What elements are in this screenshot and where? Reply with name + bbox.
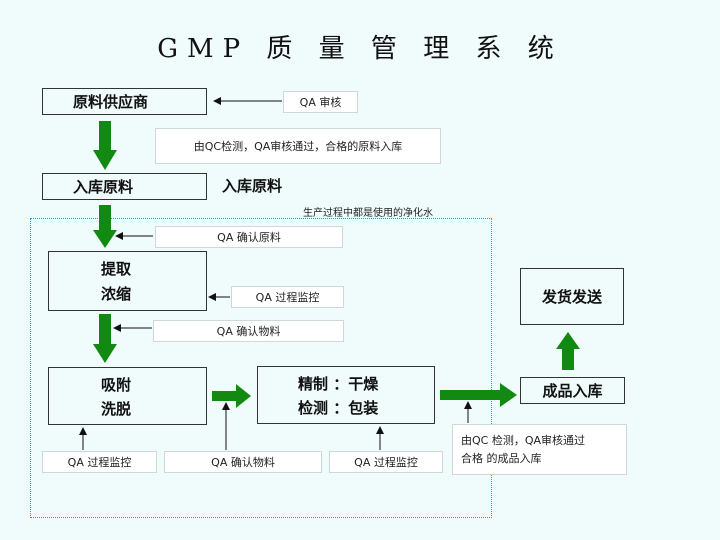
adsorb-label: 吸附	[101, 375, 132, 394]
step-warehouse-raw-material: 入库原料	[42, 173, 207, 200]
arrow-supplier-to-warehouse	[93, 121, 117, 170]
elute-label: 洗脱	[101, 399, 132, 418]
purified-water-label: 生产过程中都是使用的净化水	[303, 208, 433, 219]
note-qa-monitor-refine: QA 过程监控	[329, 451, 443, 473]
note-qa-monitor-adsorb: QA 过程监控	[42, 451, 157, 473]
note-qc-check-raw: 由QC检测，QA审核通过，合格的原料入库	[155, 128, 441, 164]
step-refine-dry-test-pack: 精制 ：干燥 检测 ：包装	[257, 366, 435, 424]
arrow-warehouse-to-extract	[93, 205, 117, 248]
step-shipping: 发货发送	[520, 268, 624, 325]
arrow-product-to-ship	[556, 332, 580, 370]
step-product-warehouse: 成品入库	[520, 377, 625, 404]
note-product-qc-check: 由QC 检测，QA审核通过 合格 的成品入库	[452, 424, 627, 475]
note-qa-confirm-material-1: QA 确认物料	[153, 320, 344, 342]
note-qa-confirm-raw: QA 确认原料	[155, 226, 343, 248]
product-check-line-2: 合格 的成品入库	[461, 451, 542, 465]
concentrate-label: 浓缩	[101, 285, 132, 303]
refine-dry-label: 精制 ：干燥	[298, 374, 379, 393]
step-adsorb-elute: 吸附 洗脱	[48, 367, 207, 425]
page-title: GMP 质 量 管 理 系 统	[157, 34, 563, 64]
production-area-boundary	[30, 218, 492, 518]
arrow-pack-to-product	[440, 383, 517, 407]
arrow-concentrate-to-adsorb	[93, 314, 117, 363]
note-qa-confirm-material-2: QA 确认物料	[164, 451, 322, 473]
extract-label: 提取	[101, 260, 132, 278]
step-raw-material-supplier: 原料供应商	[42, 88, 207, 115]
test-pack-label: 检测 ：包装	[298, 398, 379, 417]
product-check-line-1: 由QC 检测，QA审核通过	[461, 433, 586, 447]
warehouse-side-label: 入库原料	[222, 177, 283, 195]
note-qa-review: QA 审核	[283, 91, 358, 113]
step-extract-concentrate: 提取 浓缩	[48, 251, 207, 311]
arrow-elute-to-refine	[212, 384, 251, 408]
note-qa-monitor-extract: QA 过程监控	[231, 286, 344, 308]
